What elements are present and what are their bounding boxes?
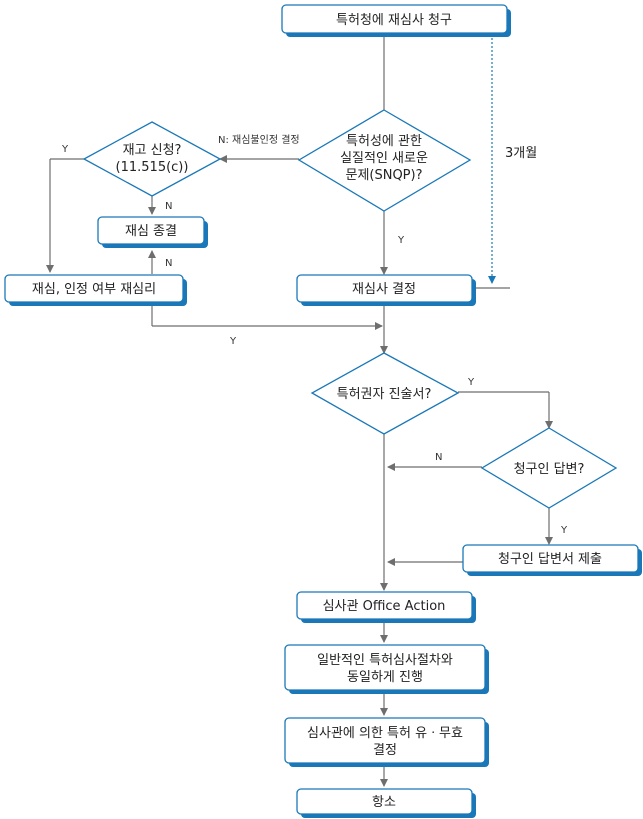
node-normal-proc-line1: 일반적인 특허심사절차와 bbox=[317, 653, 453, 668]
node-appeal: 항소 bbox=[296, 788, 476, 818]
node-office-action-label: 심사관 Office Action bbox=[323, 599, 446, 614]
node-decision-label: 재심사 결정 bbox=[352, 282, 416, 297]
node-decision: 재심사 결정 bbox=[296, 274, 476, 306]
node-reply-submit-label: 청구인 답변서 제출 bbox=[498, 552, 602, 567]
node-reply-submit: 청구인 답변서 제출 bbox=[462, 544, 642, 576]
decision-owner-statement: 특허권자 진술서? bbox=[310, 352, 460, 435]
node-rehear-label: 재심, 인정 여부 재심리 bbox=[32, 282, 156, 297]
node-terminate-label: 재심 종결 bbox=[125, 224, 177, 239]
node-final-line2: 결정 bbox=[373, 743, 397, 758]
decision-requester-reply: 청구인 답변? bbox=[480, 427, 618, 509]
label-n-denied: N: 재심불인정 결정 bbox=[218, 134, 300, 146]
decision-reconsider-line2: (11.515(c)) bbox=[116, 160, 189, 175]
decision-reconsider-line1: 재고 신청? bbox=[123, 143, 182, 158]
label-reconsider-n: N bbox=[165, 201, 172, 212]
label-three-months: 3개월 bbox=[505, 146, 537, 161]
label-rehear-y: Y bbox=[229, 336, 237, 347]
decision-owner-statement-label: 특허권자 진술서? bbox=[337, 387, 432, 402]
decision-reconsider: 재고 신청? (11.515(c)) bbox=[82, 121, 222, 197]
decision-snqp-line1: 특허성에 관한 bbox=[346, 134, 422, 149]
node-final: 심사관에 의한 특허 유ㆍ무효 결정 bbox=[284, 717, 489, 767]
label-reply-n: N bbox=[435, 452, 442, 463]
decision-snqp: 특허성에 관한 실질적인 새로운 문제(SNQP)? bbox=[297, 109, 472, 212]
label-snqp-y: Y bbox=[397, 235, 405, 246]
decision-snqp-line3: 문제(SNQP)? bbox=[345, 168, 422, 183]
edge-labels: N: 재심불인정 결정 3개월 Y N N Y Y Y N Y bbox=[61, 134, 568, 536]
label-rehear-n: N bbox=[165, 258, 172, 269]
node-request: 특허청에 재심사 청구 bbox=[281, 4, 511, 37]
label-owner-y: Y bbox=[467, 377, 475, 388]
decision-requester-reply-label: 청구인 답변? bbox=[514, 462, 585, 477]
node-rehear: 재심, 인정 여부 재심리 bbox=[4, 274, 187, 306]
node-terminate: 재심 종결 bbox=[97, 216, 208, 248]
node-request-label: 특허청에 재심사 청구 bbox=[336, 13, 452, 28]
connectors bbox=[46, 30, 553, 787]
node-final-line1: 심사관에 의한 특허 유ㆍ무효 bbox=[307, 726, 463, 741]
node-normal-proc-line2: 동일하게 진행 bbox=[347, 669, 423, 685]
node-office-action: 심사관 Office Action bbox=[296, 591, 476, 623]
label-reply-y: Y bbox=[560, 525, 568, 536]
label-reconsider-y: Y bbox=[61, 144, 69, 155]
decision-snqp-line2: 실질적인 새로운 bbox=[340, 151, 428, 166]
node-normal-proc: 일반적인 특허심사절차와 동일하게 진행 bbox=[284, 644, 489, 694]
node-appeal-label: 항소 bbox=[372, 795, 396, 810]
